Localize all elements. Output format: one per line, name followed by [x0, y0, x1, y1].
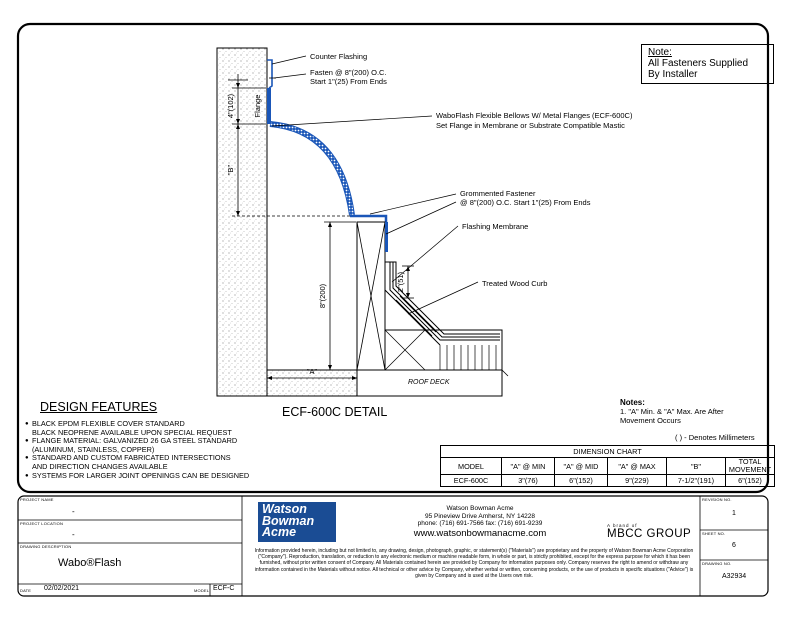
header-a-max: "A" @ MAX [607, 457, 667, 475]
note-box: Note: All Fasteners Supplied By Installe… [641, 44, 774, 84]
callout-fasten-2: Start 1"(25) From Ends [310, 77, 387, 86]
dim-2in: 2"(51) [396, 271, 405, 292]
cell-total-movement: 6"(152) [725, 474, 775, 487]
dimension-chart-title: DIMENSION CHART [440, 445, 775, 458]
roof-deck-label: ROOF DECK [408, 379, 450, 386]
leader-lines [271, 55, 479, 315]
concrete-wall [216, 47, 268, 397]
design-feature-item: SYSTEMS FOR LARGER JOINT OPENINGS CAN BE… [25, 471, 285, 481]
header-a-mid: "A" @ MID [554, 457, 608, 475]
revision-cell: REVISION NO. 1 [702, 497, 736, 517]
design-feature-item: BLACK NEOPRENE AVAILABLE UPON SPECIAL RE… [32, 427, 232, 437]
header-a-min: "A" @ MIN [501, 457, 555, 475]
watson-bowman-acme-logo: Watson Bowman Acme [258, 502, 336, 542]
address-line: 95 Pineview Drive Amherst, NY 14228 [424, 512, 536, 520]
project-name-cell: PROJECT NAME - [20, 497, 75, 516]
phone-line: phone: (716) 691-7566 fax: (716) 691-923… [417, 520, 543, 527]
cell-model: ECF-600C [440, 474, 502, 487]
mbcc-group-logo: A brand of MBCC GROUP [607, 523, 692, 540]
notes-block: Notes: 1. "A" Min. & "A" Max. Are After … [620, 398, 724, 425]
callout-fasten-1: Fasten @ 8"(200) O.C. [310, 68, 387, 77]
cell-b: 7-1/2"(191) [666, 474, 726, 487]
cell-a-max: 9"(229) [607, 474, 667, 487]
millimeters-note: ( ) - Denotes Millimeters [675, 433, 755, 442]
company-name: Watson Bowman Acme [446, 505, 514, 512]
dim-8in: 8"(200) [318, 283, 327, 308]
callout-flashing-membrane: Flashing Membrane [462, 222, 528, 231]
design-feature-item: (ALUMINUM, STAINLESS, COPPER) [32, 444, 155, 454]
date-cell: DATE 02/02/2021 MODEL [20, 585, 210, 593]
insulation-block [384, 329, 503, 371]
title-block-frame [17, 495, 769, 597]
grommet-fastener [385, 222, 388, 252]
dim-b: "B" [226, 164, 235, 175]
notes-line-1: 1. "A" Min. & "A" Max. Are After [620, 407, 724, 416]
table-row: ECF-600C 3"(76) 6"(152) 9"(229) 7-1/2"(1… [440, 474, 775, 487]
company-address: Watson Bowman Acme 95 Pineview Drive Amh… [375, 505, 585, 540]
design-feature-item: AND DIRECTION CHANGES AVAILABLE [32, 461, 168, 471]
project-name: - [72, 507, 75, 516]
note-line-1: All Fasteners Supplied [648, 58, 749, 69]
detail-title: ECF-600C DETAIL [282, 405, 388, 419]
roof-deck [356, 369, 503, 397]
revision: 1 [732, 510, 736, 517]
drawing-no-cell: DRAWING NO. A32934 [702, 561, 747, 580]
note-line-2: By Installer [648, 69, 698, 80]
project-location: - [72, 530, 75, 539]
design-features-title: DESIGN FEATURES [40, 400, 158, 414]
concrete-deck [266, 369, 358, 397]
note-title: Note: [648, 47, 672, 58]
sheet-cell: SHEET NO. 6 [702, 531, 736, 549]
design-features-list: BLACK EPDM FLEXIBLE COVER STANDARD BLACK… [25, 419, 285, 481]
design-feature-item: BLACK EPDM FLEXIBLE COVER STANDARD [25, 419, 285, 429]
title-block-grid [18, 496, 768, 596]
model: ECF-C [213, 585, 235, 592]
website-link[interactable]: www.watsonbowmanacme.com [413, 527, 547, 539]
design-feature-item: FLANGE MATERIAL: GALVANIZED 26 GA STEEL … [25, 437, 285, 446]
drawing-description: Wabo®Flash [58, 557, 122, 569]
callout-bellows-2: Set Flange in Membrane or Substrate Comp… [436, 121, 625, 130]
dim-a: "A" [307, 367, 318, 376]
bellows-upper-flange [267, 88, 271, 124]
bellows-lower-flange [350, 214, 388, 224]
dim-flange-word: Flange [253, 95, 262, 118]
callout-grommet-1: Grommented Fastener [460, 189, 536, 198]
project-location-cell: PROJECT LOCATION - [20, 521, 75, 539]
counter-flashing [267, 59, 273, 89]
notes-line-2: Movement Occurs [620, 416, 681, 425]
date: 02/02/2021 [44, 585, 80, 592]
sheet: 6 [732, 542, 736, 549]
drawing-description-cell: DRAWING DESCRIPTION Wabo®Flash [20, 544, 122, 569]
design-feature-item: STANDARD AND CUSTOM FABRICATED INTERSECT… [25, 454, 285, 463]
header-model: MODEL [440, 457, 502, 475]
callout-bellows-1: WaboFlash Flexible Bellows W/ Metal Flan… [436, 111, 633, 120]
drawing-no: A32934 [722, 573, 747, 580]
callout-counter-flashing: Counter Flashing [310, 52, 367, 61]
notes-title: Notes: [620, 398, 645, 407]
callout-wood-curb: Treated Wood Curb [482, 279, 547, 288]
flashing-membrane-layers [384, 261, 500, 346]
callout-grommet-2: @ 8"(200) O.C. Start 1"(25) From Ends [460, 198, 591, 207]
dimension-chart: DIMENSION CHART MODEL "A" @ MIN "A" @ MI… [440, 445, 775, 487]
cell-a-mid: 6"(152) [554, 474, 608, 487]
dimension-lines [228, 74, 414, 379]
cell-a-min: 3"(76) [501, 474, 555, 487]
insulation-hatch [384, 329, 497, 371]
drawing-frame [16, 22, 770, 494]
disclaimer: Information provided herein, including b… [254, 548, 694, 579]
dim-flange: 4"(102) [226, 93, 235, 118]
header-b: "B" [666, 457, 726, 475]
